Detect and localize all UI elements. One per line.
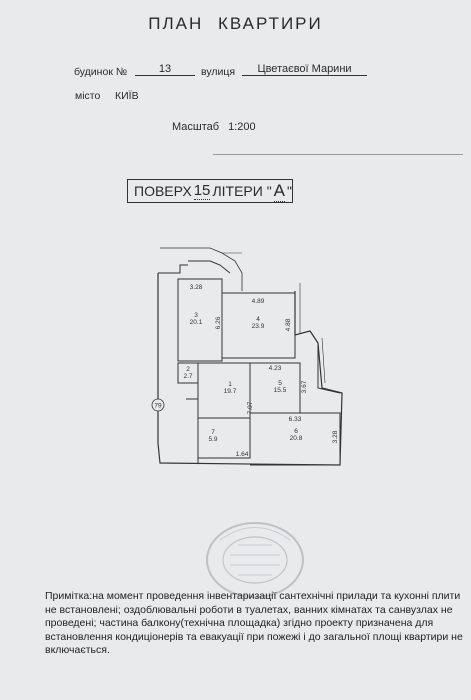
building-label: будинок № (74, 66, 128, 78)
building-number: 13 (135, 63, 195, 76)
letter-close: " (287, 183, 292, 199)
dim-4-23: 4.23 (269, 365, 282, 372)
dim-4-88: 4.88 (285, 318, 292, 331)
dim-3-28-top: 3.28 (190, 284, 203, 291)
room-4-area: 23.9 (252, 323, 265, 330)
page-title: ПЛАН КВАРТИРИ (148, 14, 323, 33)
floor-number: 15 (193, 182, 211, 200)
floor-plan: 3 20.1 4 23.9 2 2.7 1 19.7 5 15.5 6 20.8… (151, 247, 343, 466)
letter-value: А (273, 180, 286, 202)
floor-label: ПОВЕРХ (134, 183, 192, 199)
room-2-area: 2.7 (183, 373, 192, 380)
dim-6-26: 6.26 (215, 316, 222, 329)
divider-line (213, 154, 463, 155)
room-2-number: 2 (186, 366, 190, 373)
dim-1-64: 1.64 (236, 451, 249, 458)
apartment-number: 79 (154, 403, 162, 410)
room-7-area: 5.9 (208, 436, 217, 443)
scale-label: Масштаб (172, 121, 220, 133)
scale: Масштаб 1:200 (172, 121, 256, 133)
letter-label: ЛІТЕРИ " (212, 183, 272, 199)
room-1-area: 19.7 (224, 388, 237, 395)
dim-3-28-right: 3.28 (332, 430, 339, 443)
room-7-number: 7 (211, 429, 215, 436)
dim-7-07: 7.07 (247, 401, 254, 414)
city-name: КИЇВ (115, 90, 139, 102)
floor-box: ПОВЕРХ 15 ЛІТЕРИ " А " (127, 179, 293, 203)
room-6-number: 6 (294, 428, 298, 435)
room-3-number: 3 (194, 312, 198, 319)
room-4-number: 4 (256, 316, 260, 323)
dim-6-33: 6.33 (289, 416, 302, 423)
room-5-area: 15.5 (274, 387, 287, 394)
room-6-area: 20.8 (290, 435, 303, 442)
street-label: вулиця (201, 66, 236, 78)
stamp-seal (206, 522, 304, 598)
room-5-number: 5 (278, 380, 282, 387)
scale-value: 1:200 (228, 121, 256, 133)
dim-4-89: 4.89 (252, 298, 265, 305)
dim-3-67: 3.67 (301, 380, 308, 393)
city-label: місто (75, 90, 101, 102)
room-1-number: 1 (228, 381, 232, 388)
street-name: Цветаєвої Марини (242, 63, 367, 76)
room-3-area: 20.1 (190, 319, 203, 326)
note-text: Примітка:на момент проведення інвентариз… (45, 590, 463, 657)
